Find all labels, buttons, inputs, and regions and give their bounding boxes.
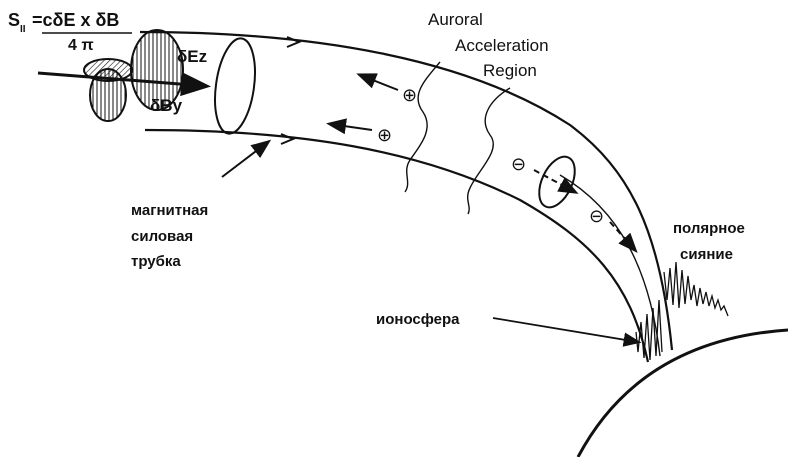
ionosphere-pointer [493, 318, 638, 342]
flux-tube-pointer [222, 142, 268, 177]
potential-contour-left [405, 62, 440, 192]
tube-cross-section-left [210, 36, 261, 136]
formula-numerator: =cδE x δB [32, 10, 119, 30]
flux-tube-label-line3: трубка [131, 253, 181, 270]
ionosphere-emission-trace [636, 300, 662, 360]
electron-symbol-upper: ⊖ [511, 154, 526, 174]
ion-arrow-lower [330, 124, 372, 130]
flux-tube-label-line2: силовая [131, 228, 193, 245]
delta-ez-label: δEz [177, 47, 207, 66]
ion-arrow-upper [360, 75, 398, 90]
field-arrow-upper [287, 37, 299, 47]
formula-lhs: S [8, 10, 20, 30]
earth-surface [578, 330, 788, 457]
aurora-label-line2: сияние [680, 246, 733, 263]
electron-symbol-lower: ⊖ [589, 206, 604, 226]
flux-tube-label-line1: магнитная [131, 202, 208, 219]
delta-by-label: δBy [150, 96, 183, 115]
potential-contour-right [468, 88, 510, 214]
ion-symbol-upper: ⊕ [402, 85, 417, 105]
ionosphere-label: ионосфера [376, 311, 460, 328]
field-arrow-lower [281, 134, 293, 144]
auroral-label-line2: Acceleration [455, 36, 549, 55]
ion-symbol-lower: ⊕ [377, 125, 392, 145]
auroral-label-line1: Auroral [428, 10, 483, 29]
flux-tube-inner-line [560, 175, 660, 356]
aurora-label-line1: полярное [673, 220, 745, 237]
aurora-emission-trace [664, 262, 728, 316]
auroral-label-line3: Region [483, 61, 537, 80]
formula-subscript: II [20, 24, 26, 35]
formula-denominator: 4 π [68, 37, 94, 54]
